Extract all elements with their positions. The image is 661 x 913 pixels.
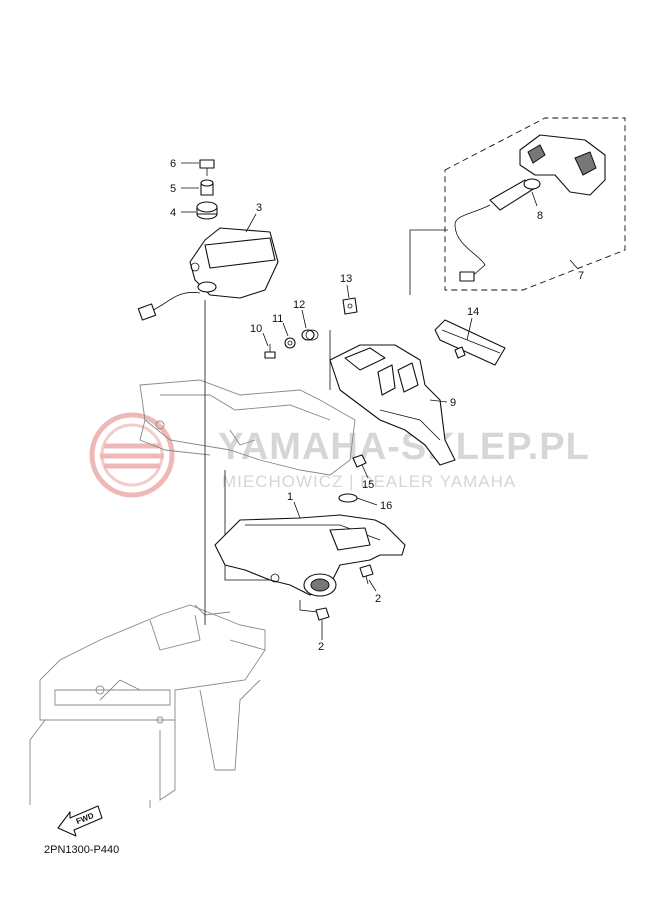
callout-8: 8 [537,210,543,222]
callout-10: 10 [250,323,262,335]
callout-2-right: 2 [375,593,381,605]
bolt-2-left [315,607,330,628]
leader-line-2b [299,600,319,613]
washer-11 [284,337,296,349]
taillight [137,227,279,321]
callout-11: 11 [272,313,283,325]
callout-12: 12 [293,299,305,311]
nut-15 [352,454,367,468]
callout-9: 9 [450,397,456,409]
callout-6: 6 [170,158,176,170]
screw-10 [264,344,276,359]
frame-outline [29,604,266,808]
callout-7: 7 [578,270,584,282]
callout-leaders [181,162,579,640]
grommet-4 [196,201,218,220]
clip-16 [338,493,358,503]
license-light-assembly [454,134,606,282]
fwd-arrow-icon: FWD [57,805,103,837]
collar-5 [200,179,214,196]
callout-16: 16 [380,500,392,512]
assembly-box-7 [444,117,626,291]
callout-14: 14 [467,306,479,318]
callout-5: 5 [170,183,176,195]
bolt-6 [199,159,215,176]
watermark: YAMAHA-SKLEP.PL MIECHOWICZ | DEALER YAMA… [89,412,590,498]
callout-1: 1 [287,491,293,503]
rear-bracket [329,344,456,466]
leader-line-7 [409,229,448,295]
spring-12 [301,329,319,341]
license-plate-lens [434,319,506,366]
diagram-code: 2PN1300-P440 [44,844,119,856]
watermark-brand: YAMAHA-SKLEP.PL [218,426,590,468]
callouts: 6 5 4 3 8 7 9 10 11 12 13 14 15 16 1 2 2 [170,158,584,653]
rear-fender-outline [139,379,356,476]
callout-4: 4 [170,207,176,219]
callout-13: 13 [340,273,352,285]
bolt-2-right [359,564,374,585]
rear-fender [214,514,406,597]
watermark-logo-icon [89,412,175,498]
callout-15: 15 [362,479,374,491]
callout-3: 3 [256,202,262,214]
callout-2-left: 2 [318,641,324,653]
watermark-tagline: MIECHOWICZ | DEALER YAMAHA [222,472,516,491]
leader-line-bracket [224,470,280,581]
nut-13 [342,297,358,315]
